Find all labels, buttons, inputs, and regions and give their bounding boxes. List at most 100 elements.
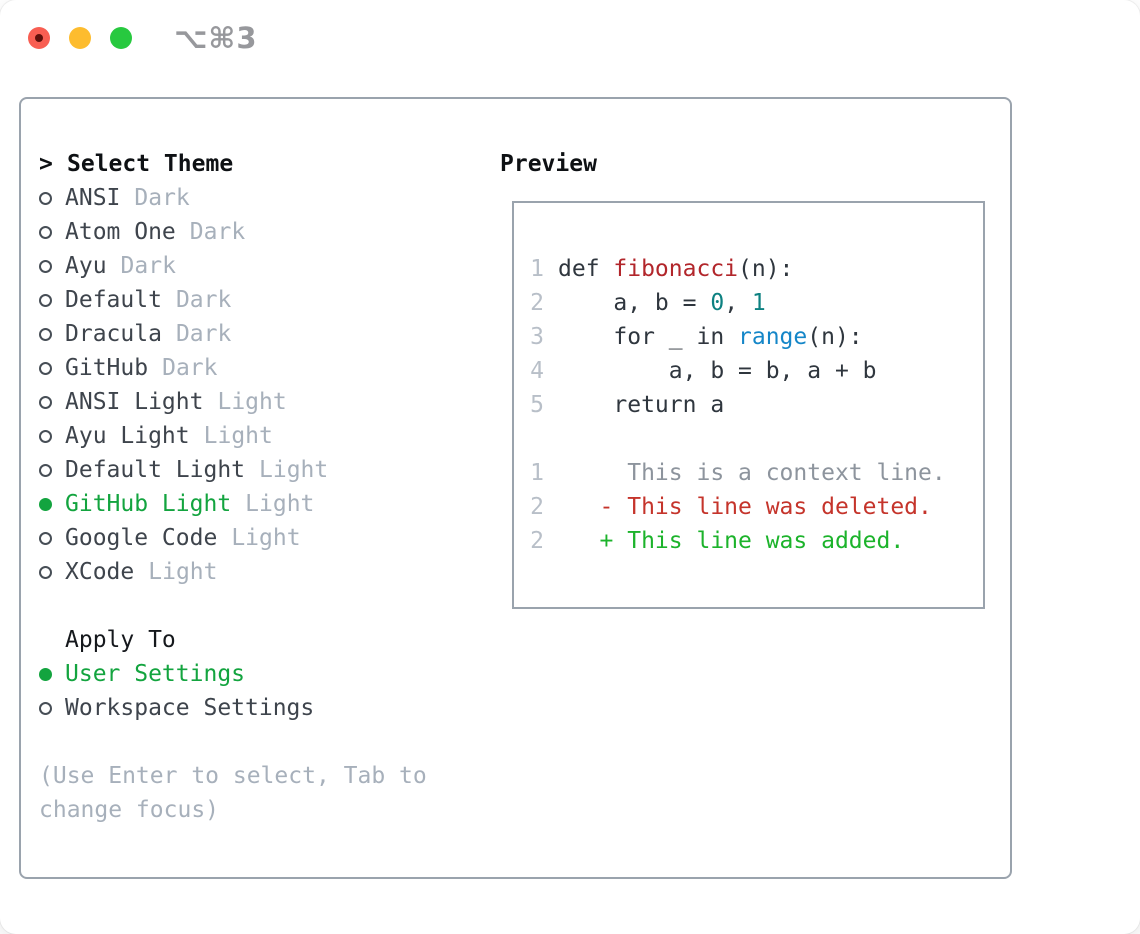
code-token-default: (n): xyxy=(738,256,794,282)
theme-picker-panel: > Select Theme ANSI Dark Atom One Dark A… xyxy=(19,97,1012,879)
preview-pane: Preview 1 def fibonacci(n): 2 a, b = 0, … xyxy=(500,147,985,609)
radio-icon xyxy=(39,497,52,511)
code-token-number: 1 xyxy=(751,290,766,316)
close-button[interactable] xyxy=(28,27,50,49)
line-number: 4 xyxy=(530,358,544,384)
theme-list: ANSI Dark Atom One Dark Ayu Dark Default… xyxy=(39,181,483,589)
radio-icon xyxy=(39,701,52,715)
option-variant: Light xyxy=(148,559,218,585)
option-label: User Settings xyxy=(65,661,246,687)
select-theme-heading-row: > Select Theme xyxy=(39,147,483,181)
option-variant: Dark xyxy=(120,253,176,279)
option-label: ANSI Light xyxy=(65,389,204,415)
theme-option[interactable]: Ayu Light Light xyxy=(39,419,483,453)
code-content: + This line was added. xyxy=(558,524,905,558)
code-token-default: return a xyxy=(558,392,725,418)
code-token-default: for _ in xyxy=(558,324,739,350)
line-number: 2 xyxy=(530,528,544,554)
code-line: 3 for _ in range(n): xyxy=(530,320,983,354)
option-label: Google Code xyxy=(65,525,218,551)
option-variant: Light xyxy=(245,491,315,517)
code-token-number: 0 xyxy=(710,290,725,316)
code-content: This is a context line. xyxy=(558,456,946,490)
option-variant: Light xyxy=(231,525,301,551)
apply-to-list: User Settings Workspace Settings xyxy=(39,657,483,725)
option-label: Atom One xyxy=(65,219,176,245)
line-number: 2 xyxy=(530,494,544,520)
code-content: return a xyxy=(558,388,724,422)
close-dot-icon xyxy=(35,34,43,42)
line-number: 1 xyxy=(530,256,544,282)
option-variant: Dark xyxy=(189,219,246,245)
code-token-default: a, b = b, a + b xyxy=(558,358,877,384)
maximize-button[interactable] xyxy=(110,27,132,49)
option-label: GitHub xyxy=(65,355,149,381)
code-line: 4 a, b = b, a + b xyxy=(530,354,983,388)
code-token-added: + This line was added. xyxy=(558,528,905,554)
option-variant: Light xyxy=(217,389,287,415)
code-content: def fibonacci(n): xyxy=(558,252,793,286)
radio-icon xyxy=(39,225,52,239)
radio-icon xyxy=(39,191,52,205)
option-variant: Light xyxy=(259,457,329,483)
theme-option[interactable]: Ayu Dark xyxy=(39,249,483,283)
code-content: for _ in range(n): xyxy=(558,320,863,354)
apply-to-title: Apply To xyxy=(65,627,176,653)
radio-icon xyxy=(39,463,52,477)
hint-text: (Use Enter to select, Tab to change focu… xyxy=(39,763,427,823)
code-token-function: fibonacci xyxy=(613,256,739,282)
theme-option[interactable]: ANSI Light Light xyxy=(39,385,483,419)
radio-icon xyxy=(39,565,52,579)
code-line: 1 def fibonacci(n): xyxy=(530,252,983,286)
theme-option[interactable]: XCode Light xyxy=(39,555,483,589)
radio-icon xyxy=(39,259,52,273)
radio-icon xyxy=(39,429,52,443)
spacer xyxy=(39,589,483,623)
preview-title: Preview xyxy=(500,151,597,177)
theme-option[interactable]: Atom One Dark xyxy=(39,215,483,249)
code-block: 1 def fibonacci(n): 2 a, b = 0, 1 3 for … xyxy=(530,252,983,558)
preview-box: 1 def fibonacci(n): 2 a, b = 0, 1 3 for … xyxy=(512,201,985,609)
option-label: GitHub Light xyxy=(65,491,232,517)
code-content: a, b = 0, 1 xyxy=(558,286,766,320)
theme-option[interactable]: Google Code Light xyxy=(39,521,483,555)
option-variant: Dark xyxy=(175,321,232,347)
option-variant: Dark xyxy=(134,185,190,211)
theme-option[interactable]: Default Dark xyxy=(39,283,483,317)
code-line: 2 + This line was added. xyxy=(530,524,983,558)
code-content: - This line was deleted. xyxy=(558,490,932,524)
apply-option[interactable]: User Settings xyxy=(39,657,483,691)
line-number: 5 xyxy=(530,392,544,418)
code-token-deleted: - This line was deleted. xyxy=(558,494,932,520)
option-label: Ayu Light xyxy=(65,423,190,449)
radio-icon xyxy=(39,293,52,307)
code-token-context: This is a context line. xyxy=(558,460,946,486)
code-token-builtin: range xyxy=(738,324,808,350)
option-label: XCode xyxy=(65,559,135,585)
code-token-default: (n): xyxy=(807,324,863,350)
theme-option[interactable]: Default Light Light xyxy=(39,453,483,487)
option-variant: Dark xyxy=(175,287,232,313)
code-line: 5 return a xyxy=(530,388,983,422)
select-theme-title: Select Theme xyxy=(67,151,234,177)
option-label: Default xyxy=(65,287,162,313)
option-label: Dracula xyxy=(65,321,162,347)
code-token-default: a, b = xyxy=(558,290,711,316)
theme-selector: > Select Theme ANSI Dark Atom One Dark A… xyxy=(39,147,483,827)
theme-option[interactable]: ANSI Dark xyxy=(39,181,483,215)
theme-option[interactable]: GitHub Dark xyxy=(39,351,483,385)
code-line xyxy=(530,422,983,456)
option-label: Ayu xyxy=(65,253,107,279)
prompt-icon: > xyxy=(39,151,53,177)
option-label: Default Light xyxy=(65,457,246,483)
code-token-default: def xyxy=(558,256,614,282)
apply-option[interactable]: Workspace Settings xyxy=(39,691,483,725)
radio-icon xyxy=(39,361,52,375)
radio-icon xyxy=(39,531,52,545)
line-number: 1 xyxy=(530,460,544,486)
minimize-button[interactable] xyxy=(69,27,91,49)
theme-option[interactable]: Dracula Dark xyxy=(39,317,483,351)
theme-option[interactable]: GitHub Light Light xyxy=(39,487,483,521)
radio-icon xyxy=(39,395,52,409)
